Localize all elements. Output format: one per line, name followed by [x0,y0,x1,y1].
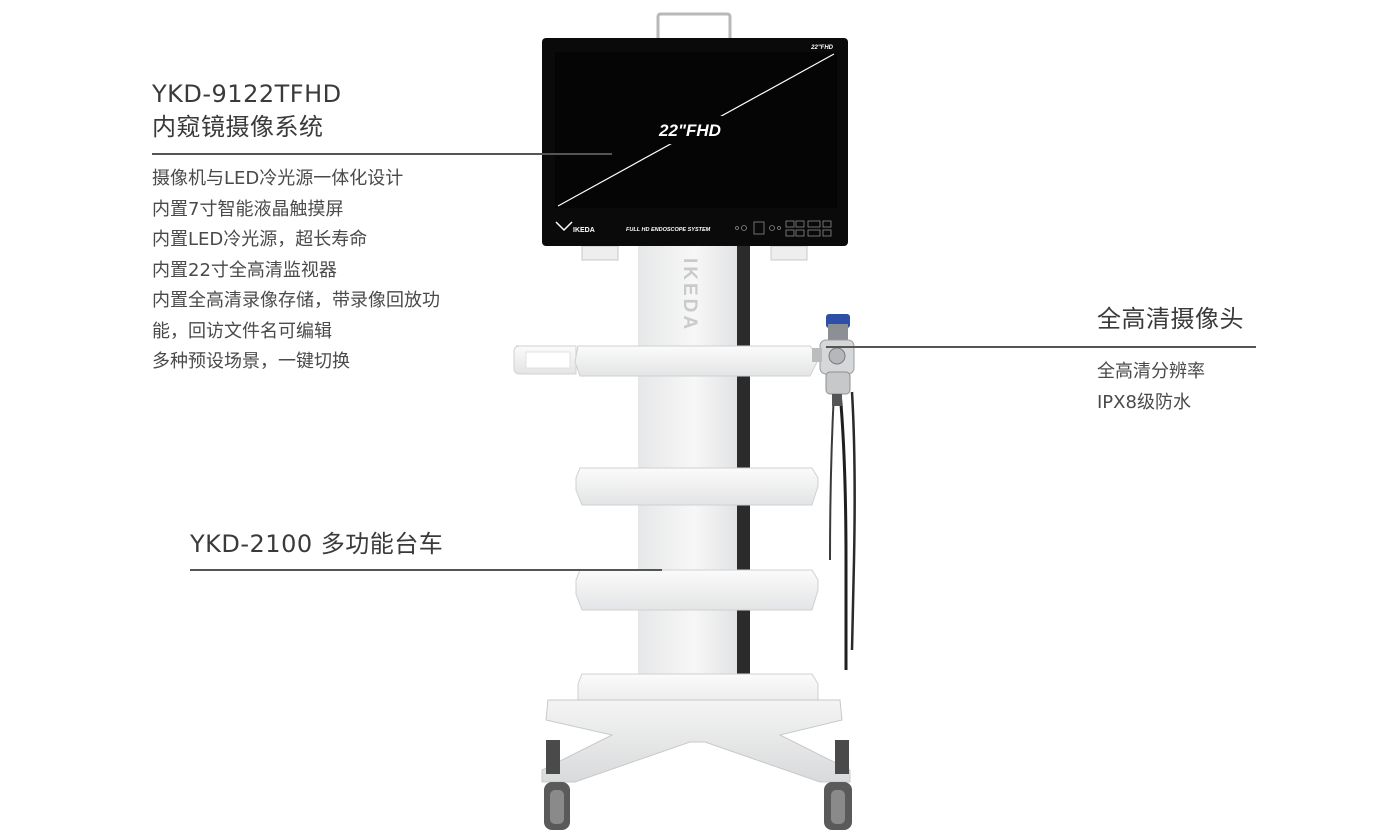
system-feature: 内置22寸全高清监视器 [152,259,337,281]
monitor-brand: IKEDA [573,227,595,234]
system-feature: 能，回访文件名可编辑 [152,320,332,342]
camera-feature-list: 全高清分辨率 IPX8级防水 [1097,357,1205,418]
camera-title: 全高清摄像头 [1097,305,1244,333]
monitor-system-label: FULL HD ENDOSCOPE SYSTEM [626,227,711,233]
screen-corner-label: 22"FHD [810,45,834,51]
system-model: YKD-9122TFHD [152,80,342,108]
shelf-2 [575,467,819,506]
camera-feature: IPX8级防水 [1097,391,1191,413]
system-feature: 摄像机与LED冷光源一体化设计 [152,168,404,189]
shelf-3 [575,569,819,611]
system-feature: 内置7寸智能液晶触摸屏 [152,198,344,220]
shelf-1 [574,345,819,377]
pole-brand-text: IKEDA [679,258,700,332]
cart-leader-line [190,569,662,571]
cart-label: YKD-2100 多功能台车 [190,530,444,558]
camera-head [812,314,856,670]
system-feature: 内置LED冷光源，超长寿命 [152,229,368,250]
system-leader-line [152,153,612,155]
screen-label: 22"FHD [658,121,721,140]
system-feature: 多种预设场景，一键切换 [152,351,350,372]
monitor-handle [656,12,732,40]
system-feature: 内置全高清录像存储，带录像回放功 [152,290,440,311]
camera-feature: 全高清分辨率 [1097,361,1205,382]
monitor-controls [735,220,832,237]
system-name: 内窥镜摄像系统 [152,113,324,141]
cart-base [541,699,851,783]
camera-leader-line [826,346,1256,348]
system-feature-list: 摄像机与LED冷光源一体化设计 内置7寸智能液晶触摸屏 内置LED冷光源，超长寿… [152,164,440,378]
cart-wheels [544,740,852,830]
